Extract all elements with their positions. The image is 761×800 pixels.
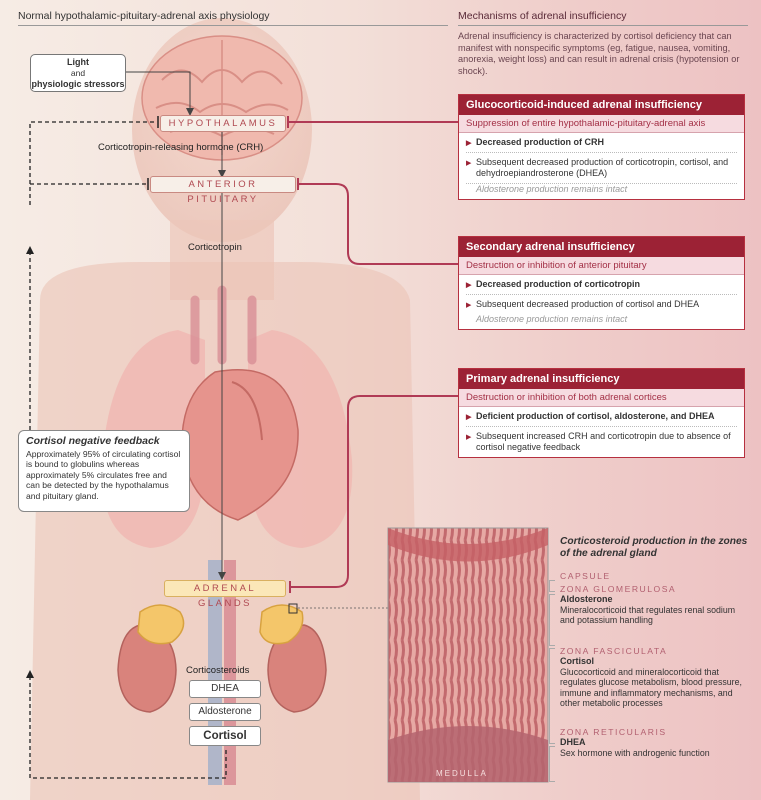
bullet-triangle-icon: ▶ [466,282,472,289]
card-subtitle: Destruction or inhibition of both adrena… [459,389,744,407]
card-item: ▶Deficient production of cortisol, aldos… [466,407,737,427]
bracket-reticularis [549,746,555,782]
left-section-title: Normal hypothalamic-pituitary-adrenal ax… [18,10,448,26]
bracket-glomerulosa [549,594,555,646]
zone-reticularis-desc: Sex hormone with androgenic function [560,747,710,758]
zone-reticularis-name: ZONA RETICULARIS [560,726,667,737]
zones-title: Corticosteroid production in the zones o… [560,536,748,559]
card-note: Aldosterone production remains intact [476,184,628,194]
bullet-triangle-icon: ▶ [466,302,472,309]
stressors-line3: physiologic stressors [31,79,125,89]
feedback-box: Cortisol negative feedback Approximately… [18,430,190,512]
feedback-arrowhead-low [26,670,34,678]
zone-glomerulosa-name: ZONA GLOMERULOSA [560,583,677,594]
left-adrenal-gland [137,604,185,645]
stressors-line2: and [70,68,86,78]
card-item: ▶Decreased production of corticotropin [466,275,737,295]
intro-text: Adrenal insufficiency is characterized b… [458,31,740,76]
card-title: Primary adrenal insufficiency [459,369,744,389]
hormone-aldosterone: Aldosterone [189,703,261,721]
feedback-arrowhead-high [26,246,34,254]
right-section-title: Mechanisms of adrenal insufficiency [458,10,748,26]
bracket-capsule [549,580,555,592]
zone-reticularis-hormone: DHEA [560,737,586,747]
hormone-dhea: DHEA [189,680,261,698]
hypothalamus-label: HYPOTHALAMUS [160,115,286,132]
card-glucocorticoid-induced: Glucocorticoid-induced adrenal insuffici… [458,94,745,200]
card-note: Aldosterone production remains intact [476,314,628,324]
feedback-title: Cortisol negative feedback [26,435,160,447]
feedback-text: Approximately 95% of circulating cortiso… [26,448,181,501]
zone-capsule: CAPSULE [560,571,611,581]
card-item: ▶Subsequent decreased production of cort… [466,299,700,309]
stressors-box: Light and physiologic stressors [30,54,126,92]
card-item: ▶Decreased production of CRH [466,133,737,153]
zone-fasciculata-desc: Glucocorticoid and mineralocorticoid tha… [560,666,742,709]
bullet-triangle-icon: ▶ [466,434,472,441]
zone-glomerulosa-desc: Mineralocorticoid that regulates renal s… [560,604,736,626]
adrenal-glands-label: ADRENAL GLANDS [164,580,286,609]
card-title: Glucocorticoid-induced adrenal insuffici… [459,95,744,115]
hormone-cortisol: Cortisol [189,726,261,746]
card-title: Secondary adrenal insufficiency [459,237,744,257]
bullet-triangle-icon: ▶ [466,160,472,167]
bullet-triangle-icon: ▶ [466,414,472,421]
card-subtitle: Suppression of entire hypothalamic-pitui… [459,115,744,133]
bullet-triangle-icon: ▶ [466,140,472,147]
corticotropin-label: Corticotropin [188,242,242,253]
card-subtitle: Destruction or inhibition of anterior pi… [459,257,744,275]
crh-label: Corticotropin-releasing hormone (CRH) [98,142,264,153]
zone-fasciculata-name: ZONA FASCICULATA [560,645,668,656]
inhibition-lines [288,121,458,588]
corticosteroids-label: Corticosteroids [186,665,250,676]
feedback-loop [29,121,227,779]
adrenal-zones-legend: Corticosteroid production in the zones o… [560,536,750,758]
card-primary: Primary adrenal insufficiency Destructio… [458,368,745,458]
card-item: ▶Subsequent decreased production of cort… [466,153,737,184]
stressors-line1: Light [67,57,89,67]
right-adrenal-gland [259,604,304,645]
medulla-label: MEDULLA [436,769,488,778]
card-item: ▶Subsequent increased CRH and corticotro… [466,431,731,452]
bracket-fasciculata [549,648,555,744]
axis-arrows [126,71,226,580]
anterior-pituitary-label: ANTERIOR PITUITARY [150,176,296,205]
card-secondary: Secondary adrenal insufficiency Destruct… [458,236,745,330]
zone-fasciculata-hormone: Cortisol [560,656,595,666]
adrenal-zoom [288,527,549,783]
zone-glomerulosa-hormone: Aldosterone [560,594,613,604]
